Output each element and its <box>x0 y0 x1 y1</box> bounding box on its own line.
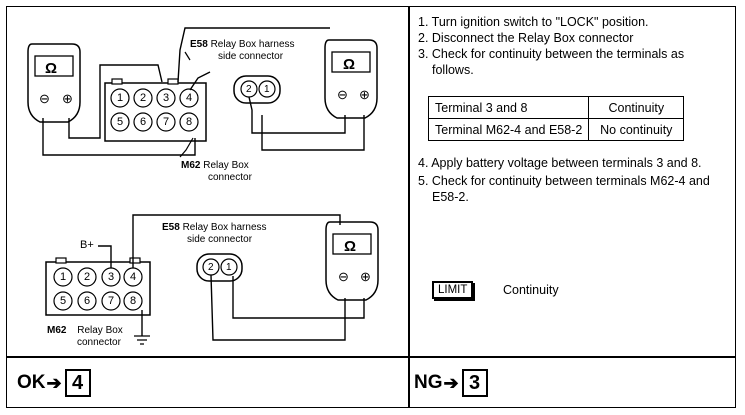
top-right-meter-ohm-symbol: Ω <box>343 56 356 73</box>
bottom-m62-terminal-8: 8 <box>130 295 137 307</box>
ng-next-step: 3 <box>461 369 488 397</box>
bottom-m62-terminal-3: 3 <box>108 271 115 283</box>
top-e58-terminal-2: 2 <box>246 84 252 95</box>
bottom-m62-label-line2: connector <box>77 337 121 348</box>
top-m62-code: M62 <box>181 160 201 171</box>
top-m62-label: M62 Relay Box <box>181 160 249 171</box>
ok-result: OK ➔ 4 <box>17 369 91 397</box>
instruction-steps-1-3: 1. Turn ignition switch to "LOCK" positi… <box>418 14 718 78</box>
bottom-e58-label-line1: Relay Box harness <box>182 222 267 233</box>
limit-badge: LIMIT <box>432 281 474 299</box>
top-e58-label: E58 Relay Box harness <box>190 39 295 50</box>
top-m62-label-line2: connector <box>208 172 252 183</box>
bottom-m62-terminal-7: 7 <box>108 295 115 307</box>
wiring-diagram <box>27 27 379 345</box>
ok-label: OK <box>17 372 46 393</box>
top-m62-terminal-1: 1 <box>117 92 124 104</box>
ok-arrow-icon: ➔ <box>46 372 62 393</box>
top-m62-terminal-6: 6 <box>140 116 147 128</box>
top-m62-terminal-7: 7 <box>163 116 170 128</box>
top-m62-terminal-4: 4 <box>186 92 193 104</box>
bottom-e58-terminal-1: 1 <box>226 262 232 273</box>
top-m62-terminal-8: 8 <box>186 116 193 128</box>
bottom-m62-label: M62 Relay Box <box>47 325 123 336</box>
step-4: 4. Apply battery voltage between termina… <box>418 156 702 170</box>
table-cell-terminal: Terminal M62-4 and E58-2 <box>427 118 590 141</box>
top-e58-label-line1: Relay Box harness <box>210 39 295 50</box>
top-left-meter-ohm-symbol: Ω <box>45 60 58 77</box>
top-m62-terminal-3: 3 <box>163 92 170 104</box>
top-right-meter-minus-jack: ⊖ <box>337 87 348 102</box>
limit-value: Continuity <box>503 283 559 297</box>
top-test-circuit <box>27 27 378 158</box>
top-m62-label-line1: Relay Box <box>203 160 249 171</box>
bottom-m62-terminal-1: 1 <box>60 271 67 283</box>
top-left-meter-plus-jack: ⊕ <box>62 91 73 106</box>
battery-positive-label: B+ <box>80 239 94 251</box>
bottom-meter-minus-jack: ⊖ <box>338 269 349 284</box>
table-cell-result: Continuity <box>588 96 685 119</box>
bottom-m62-label-line1: Relay Box <box>77 325 123 336</box>
bottom-e58-label: E58 Relay Box harness <box>162 222 267 233</box>
table-cell-terminal: Terminal 3 and 8 <box>427 96 590 119</box>
bottom-e58-label-line2: side connector <box>187 234 253 245</box>
bottom-m62-terminal-5: 5 <box>60 295 67 307</box>
top-left-meter-minus-jack: ⊖ <box>39 91 50 106</box>
table-row: Terminal 3 and 8 Continuity <box>427 96 685 119</box>
top-right-meter-plus-jack: ⊕ <box>359 87 370 102</box>
ng-arrow-icon: ➔ <box>443 372 459 393</box>
bottom-m62-terminal-4: 4 <box>130 271 137 283</box>
table-row: Terminal M62-4 and E58-2 No continuity <box>427 118 685 141</box>
step-3: 3. Check for continuity between the term… <box>418 47 685 77</box>
bottom-meter-plus-jack: ⊕ <box>360 269 371 284</box>
column-divider <box>408 6 410 408</box>
procedure-frame <box>6 6 736 408</box>
bottom-m62-terminal-6: 6 <box>84 295 91 307</box>
top-m62-terminal-2: 2 <box>140 92 147 104</box>
step-2: 2. Disconnect the Relay Box connector <box>418 31 634 45</box>
bottom-ohmmeter <box>325 221 379 301</box>
top-left-ohmmeter <box>27 43 81 123</box>
bottom-e58-code: E58 <box>162 222 180 233</box>
table-cell-result: No continuity <box>588 118 685 141</box>
top-e58-label-line2: side connector <box>218 51 284 62</box>
ng-label: NG <box>414 372 443 393</box>
ok-next-step: 4 <box>64 369 91 397</box>
step-1: 1. Turn ignition switch to "LOCK" positi… <box>418 15 649 29</box>
bottom-test-circuit <box>45 214 379 345</box>
bottom-e58-terminal-2: 2 <box>208 262 214 273</box>
bottom-meter-ohm-symbol: Ω <box>344 238 357 255</box>
bottom-m62-code: M62 <box>47 325 67 336</box>
bottom-m62-terminal-2: 2 <box>84 271 91 283</box>
top-m62-terminal-5: 5 <box>117 116 124 128</box>
continuity-table: Terminal 3 and 8 Continuity Terminal M62… <box>427 96 685 141</box>
step-5: 5. Check for continuity between terminal… <box>418 174 710 204</box>
top-right-ohmmeter <box>324 39 378 119</box>
ng-result: NG ➔ 3 <box>414 369 488 397</box>
result-divider <box>6 356 736 358</box>
top-e58-code: E58 <box>190 39 208 50</box>
instruction-steps-4-5: 4. Apply battery voltage between termina… <box>418 155 718 207</box>
top-e58-terminal-1: 1 <box>264 84 270 95</box>
